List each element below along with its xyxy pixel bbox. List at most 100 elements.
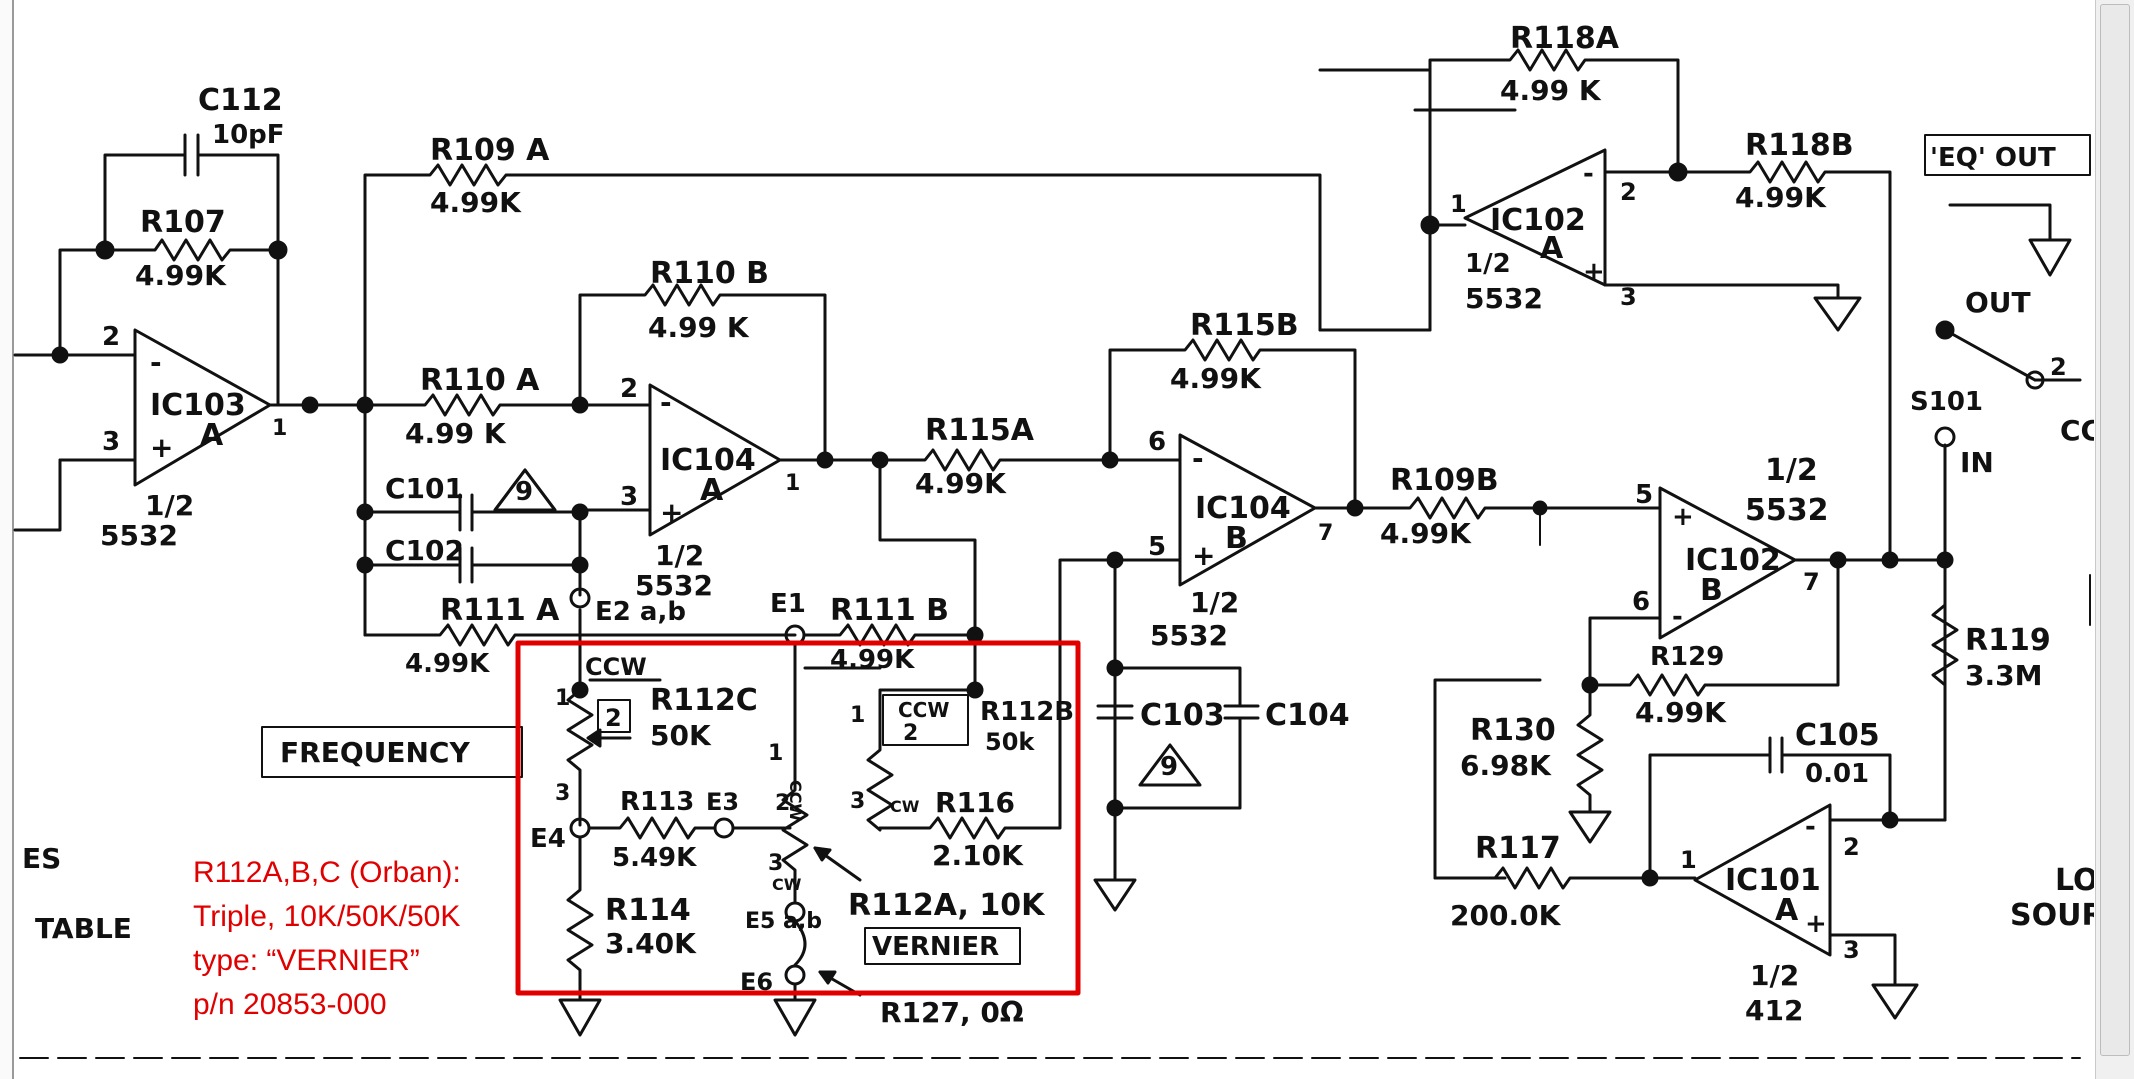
r109a-value: 4.99K (430, 186, 522, 219)
annotation-line-4: p/n 20853-000 (193, 988, 387, 1021)
ic102b-part: 5532 (1745, 493, 1829, 528)
cc-label: CC (2060, 414, 2094, 447)
ccw-label-c: CCW (898, 698, 949, 722)
svg-text:5: 5 (1148, 532, 1166, 562)
r127-label: R127, 0Ω (880, 996, 1024, 1029)
r107-value: 4.99K (135, 259, 227, 292)
r111a-label: R111 A (440, 593, 560, 628)
svg-text:2: 2 (605, 704, 622, 732)
r118b-value: 4.99K (1735, 181, 1827, 214)
svg-text:+: + (150, 431, 173, 464)
svg-text:7: 7 (1318, 521, 1333, 546)
cw-label-a: CW (772, 875, 802, 894)
vernier-label: VERNIER (872, 932, 999, 962)
c105-value: 0.01 (1805, 759, 1869, 789)
r109b-value: 4.99K (1380, 517, 1472, 550)
cw-label-b: CW (890, 797, 920, 816)
in-label: IN (1960, 446, 1994, 479)
svg-text:2: 2 (102, 322, 120, 352)
lo-label: LO (2055, 863, 2094, 898)
r119-value: 3.3M (1965, 659, 2042, 692)
c102-label: C102 (385, 534, 464, 567)
r112b-value: 50k (985, 728, 1035, 756)
ic102a-unit: A (1540, 231, 1564, 266)
r115a-value: 4.99K (915, 467, 1007, 500)
r113-value: 5.49K (612, 843, 697, 873)
vernier-highlight-box (518, 643, 1078, 993)
svg-text:2: 2 (1843, 833, 1860, 861)
svg-text:+: + (660, 496, 683, 529)
ic104b-half: 1/2 (1190, 586, 1239, 619)
svg-text:1: 1 (1450, 190, 1467, 218)
r112b-label: R112B (980, 697, 1074, 727)
e3-label: E3 (706, 788, 739, 816)
ic104a-unit: A (700, 473, 724, 508)
c112-label: C112 (198, 83, 283, 118)
c101-label: C101 (385, 472, 464, 505)
svg-text:2: 2 (1620, 178, 1637, 206)
sour-label: SOUR (2010, 898, 2094, 933)
svg-text:3: 3 (555, 781, 570, 806)
e4-label: E4 (530, 824, 566, 854)
ccw-label-b: CCW (786, 780, 805, 821)
e1-label: E1 (770, 589, 806, 619)
r112a-label: R112A, 10K (848, 888, 1046, 923)
svg-text:1: 1 (555, 686, 570, 711)
c104-label: C104 (1265, 698, 1350, 733)
svg-text:-: - (1805, 812, 1816, 842)
ic102a-part: 5532 (1465, 282, 1543, 315)
ic104b-unit: B (1225, 521, 1248, 556)
r130-label: R130 (1470, 713, 1556, 748)
svg-text:3: 3 (102, 427, 120, 457)
s101-label: S101 (1910, 387, 1983, 417)
scrollbar-thumb[interactable] (2100, 4, 2130, 1056)
op-amp-ic104b (1180, 435, 1315, 585)
viewer-left-border (0, 0, 14, 1079)
r111b-value: 4.99K (830, 645, 915, 675)
ic102b-half: 1/2 (1765, 453, 1818, 488)
r116-label: R116 (935, 786, 1015, 819)
r114-label: R114 (605, 893, 691, 928)
svg-text:2: 2 (620, 374, 638, 404)
r112c-label: R112C (650, 683, 758, 718)
e5-label: E5 a,b (745, 909, 822, 934)
op-amp-ic102a (1465, 150, 1605, 285)
r119-label: R119 (1965, 623, 2051, 658)
c103-label: C103 (1140, 698, 1225, 733)
r109b-label: R109B (1390, 463, 1499, 498)
svg-text:2: 2 (903, 721, 918, 746)
svg-text:+: + (1672, 502, 1694, 532)
svg-text:6: 6 (1632, 587, 1650, 617)
svg-text:3: 3 (1620, 283, 1637, 311)
r111b-label: R111 B (830, 593, 949, 628)
svg-text:2: 2 (775, 791, 790, 816)
r129-label: R129 (1650, 642, 1724, 672)
ic104b-part: 5532 (1150, 619, 1228, 652)
annotation-line-1: R112A,B,C (Orban): (193, 856, 461, 889)
r110a-value: 4.99 K (405, 417, 507, 450)
r109a-label: R109 A (430, 133, 550, 168)
ic103-unit: A (200, 418, 224, 453)
ic103-part: 5532 (100, 519, 178, 552)
frequency-label: FREQUENCY (280, 736, 470, 769)
svg-text:+: + (1192, 539, 1215, 572)
c112-value: 10pF (212, 120, 285, 150)
r110a-label: R110 A (420, 363, 540, 398)
op-amp-ic102b (1660, 488, 1795, 638)
ic101-label: IC101 (1725, 863, 1821, 898)
annotation-line-3: type: “VERNIER” (193, 944, 420, 977)
svg-text:1: 1 (785, 471, 800, 496)
r115b-label: R115B (1190, 308, 1299, 343)
r113-label: R113 (620, 787, 694, 817)
r111a-value: 4.99K (405, 649, 490, 679)
r115b-value: 4.99K (1170, 362, 1262, 395)
vertical-scrollbar[interactable] (2095, 0, 2134, 1079)
r110b-value: 4.99 K (648, 311, 750, 344)
r112c-value: 50K (650, 719, 712, 752)
r117-value: 200.0K (1450, 899, 1562, 932)
svg-text:5: 5 (1635, 480, 1653, 510)
svg-text:1: 1 (1680, 846, 1697, 874)
ic103-label: IC103 (150, 388, 246, 423)
ic104a-part: 5532 (635, 569, 713, 602)
